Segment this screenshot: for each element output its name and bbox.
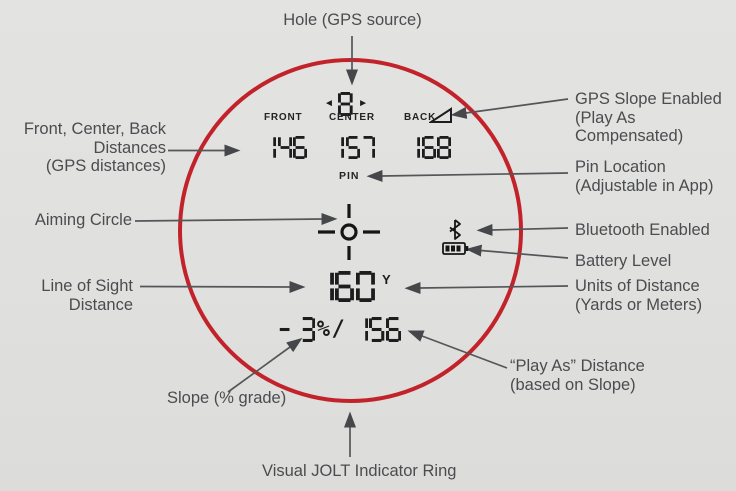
callout-fcb-line3: (GPS distances)	[45, 157, 166, 175]
callout-play-as-line1: “Play As” Distance	[510, 357, 645, 375]
hole-selector: ◄ ►	[324, 92, 368, 116]
callout-units: Units of Distance (Yards or Meters)	[575, 277, 702, 314]
callout-hole-text: Hole (GPS source)	[283, 11, 422, 29]
callout-jolt-ring: Visual JOLT Indicator Ring	[262, 462, 456, 481]
center-label: CENTER	[329, 112, 375, 123]
callout-play-as-line2: (based on Slope)	[510, 375, 636, 394]
callout-bluetooth: Bluetooth Enabled	[575, 221, 710, 240]
battery-icon	[442, 242, 469, 255]
callout-units-line2: (Yards or Meters)	[575, 295, 703, 314]
callout-slope-text: Slope (% grade)	[167, 389, 287, 407]
aiming-circle-reticle	[318, 204, 380, 260]
callout-gps-slope-line1: GPS Slope Enabled	[575, 90, 722, 108]
callout-aiming-circle: Aiming Circle	[0, 211, 132, 230]
front-distance-value	[262, 136, 309, 159]
back-distance-value	[406, 136, 453, 159]
callout-jolt-text: Visual JOLT Indicator Ring	[262, 462, 457, 480]
callout-hole: Hole (GPS source)	[230, 11, 475, 30]
hole-number	[337, 92, 354, 116]
prev-hole-arrow-icon: ◄	[324, 98, 334, 109]
callout-front-center-back: Front, Center, Back Distances (GPS dista…	[0, 120, 166, 176]
callout-pin-line1: Pin Location	[575, 158, 666, 176]
callout-aiming-circle-text: Aiming Circle	[34, 211, 132, 229]
callout-slope: Slope (% grade)	[167, 389, 286, 408]
front-label: FRONT	[264, 112, 303, 123]
gps-slope-triangle-icon	[429, 107, 452, 123]
callout-los-line2: Distance	[68, 295, 133, 314]
back-label: BACK	[404, 112, 437, 123]
callout-gps-slope: GPS Slope Enabled (Play As Compensated)	[575, 90, 736, 146]
bluetooth-icon	[449, 219, 461, 240]
callout-fcb-line1: Front, Center, Back	[23, 120, 166, 138]
line-of-sight-distance-value	[315, 271, 376, 302]
slope-and-play-as-value: %/	[277, 317, 403, 342]
callout-battery: Battery Level	[575, 252, 671, 271]
callout-pin-location: Pin Location (Adjustable in App)	[575, 158, 714, 195]
callout-fcb-line2: Distances	[93, 138, 166, 157]
callout-play-as: “Play As” Distance (based on Slope)	[510, 357, 645, 394]
callout-gps-slope-line2: (Play As Compensated)	[575, 108, 684, 146]
callout-battery-text: Battery Level	[575, 252, 672, 270]
center-distance-value	[330, 136, 377, 159]
callout-units-line1: Units of Distance	[575, 277, 700, 295]
callout-line-of-sight: Line of Sight Distance	[0, 277, 133, 314]
callout-pin-line2: (Adjustable in App)	[575, 176, 714, 195]
arrow-gps-slope	[450, 98, 569, 119]
next-hole-arrow-icon: ►	[358, 98, 368, 109]
callout-los-line1: Line of Sight	[41, 277, 133, 295]
pin-label: PIN	[339, 170, 360, 182]
units-indicator: Y	[382, 272, 391, 287]
callout-bluetooth-text: Bluetooth Enabled	[575, 221, 710, 239]
